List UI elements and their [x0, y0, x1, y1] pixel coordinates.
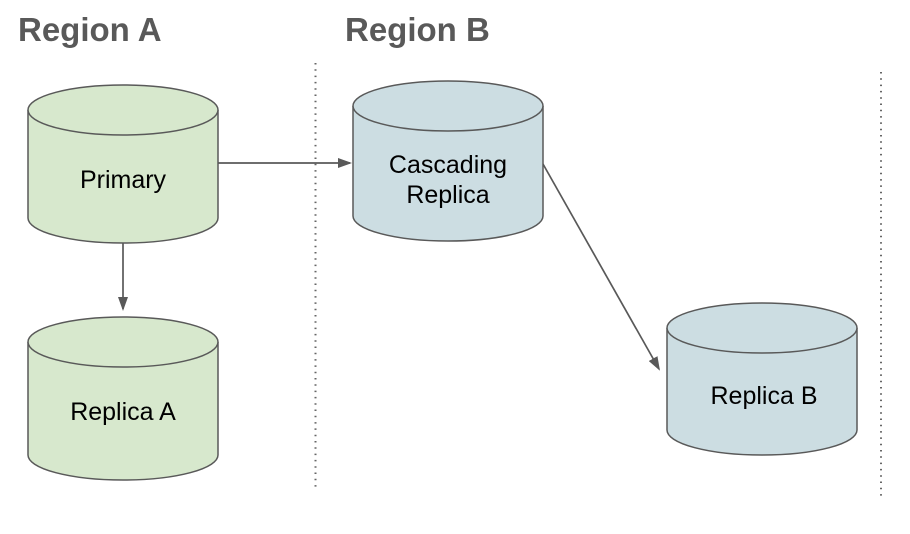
region-a-heading: Region A [18, 11, 162, 48]
node-cascading-replica: Cascading Replica [352, 80, 544, 242]
database-cylinder-body [352, 106, 544, 242]
node-replica-a: Replica A [27, 316, 219, 481]
database-cylinder-top [666, 302, 858, 354]
node-cascading-replica-label-line1: Cascading [389, 151, 507, 179]
node-primary: Primary [27, 84, 219, 244]
database-cylinder-body [666, 328, 858, 456]
node-replica-a-label: Replica A [70, 398, 176, 426]
node-cascading-replica-label-line2: Replica [406, 181, 489, 209]
edge-cascading-replica-to-replica-b [542, 163, 660, 371]
node-replica-b-label: Replica B [711, 382, 818, 410]
node-primary-label: Primary [80, 166, 167, 194]
region-b-heading: Region B [345, 11, 490, 48]
database-cylinder-top [27, 84, 219, 136]
database-cylinder-top [352, 80, 544, 132]
node-replica-b: Replica B [666, 302, 858, 456]
database-cylinder-body [27, 110, 219, 244]
database-cylinder-body [27, 342, 219, 481]
database-cylinder-top [27, 316, 219, 368]
